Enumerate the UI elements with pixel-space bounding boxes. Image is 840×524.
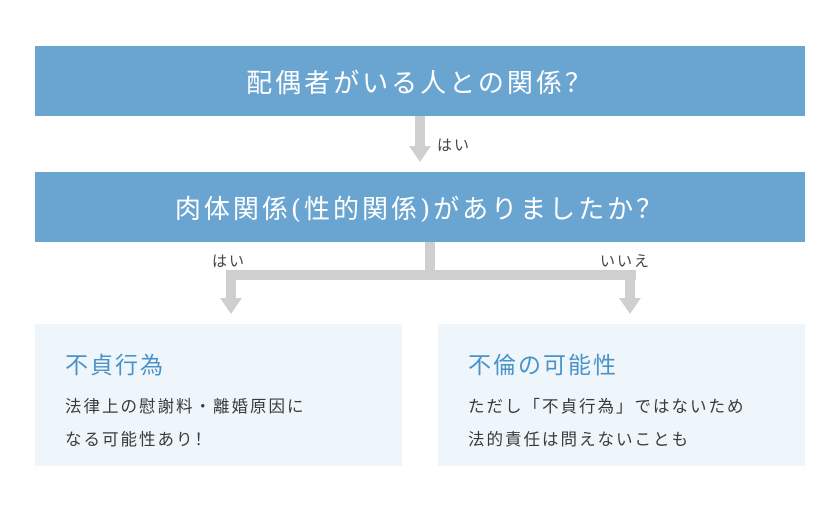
branch-connector — [226, 242, 636, 300]
arrow-down-1 — [409, 116, 431, 162]
result-adultery-title: 不貞行為 — [65, 353, 165, 379]
result-adultery-box: 不貞行為 法律上の慰謝料・離婚原因に なる可能性あり！ — [35, 324, 402, 466]
question-2-text: 肉体関係(性的関係)がありましたか？ — [174, 194, 666, 225]
result-affair-line-1: ただし「不貞行為」ではないため — [468, 397, 746, 416]
result-affair-box: 不倫の可能性 ただし「不貞行為」ではないため 法的責任は問えないことも — [438, 324, 805, 466]
result-adultery-line-1: 法律上の慰謝料・離婚原因に — [65, 397, 306, 416]
arrow-down-left — [220, 298, 242, 314]
result-adultery-line-2: なる可能性あり！ — [65, 430, 213, 449]
result-affair-body: ただし「不貞行為」ではないため 法的責任は問えないことも — [468, 390, 777, 456]
question-1-text: 配偶者がいる人との関係？ — [246, 68, 594, 99]
question-1-bar: 配偶者がいる人との関係？ — [35, 46, 805, 116]
no-label-2: いいえ — [600, 252, 652, 270]
result-adultery-body: 法律上の慰謝料・離婚原因に なる可能性あり！ — [65, 390, 374, 456]
arrow-down-right — [619, 298, 641, 314]
yes-label-1: はい — [437, 136, 472, 154]
yes-label-2: はい — [212, 252, 247, 270]
result-affair-line-2: 法的責任は問えないことも — [468, 430, 690, 449]
result-affair-title: 不倫の可能性 — [468, 353, 618, 379]
question-2-bar: 肉体関係(性的関係)がありましたか？ — [35, 172, 805, 242]
